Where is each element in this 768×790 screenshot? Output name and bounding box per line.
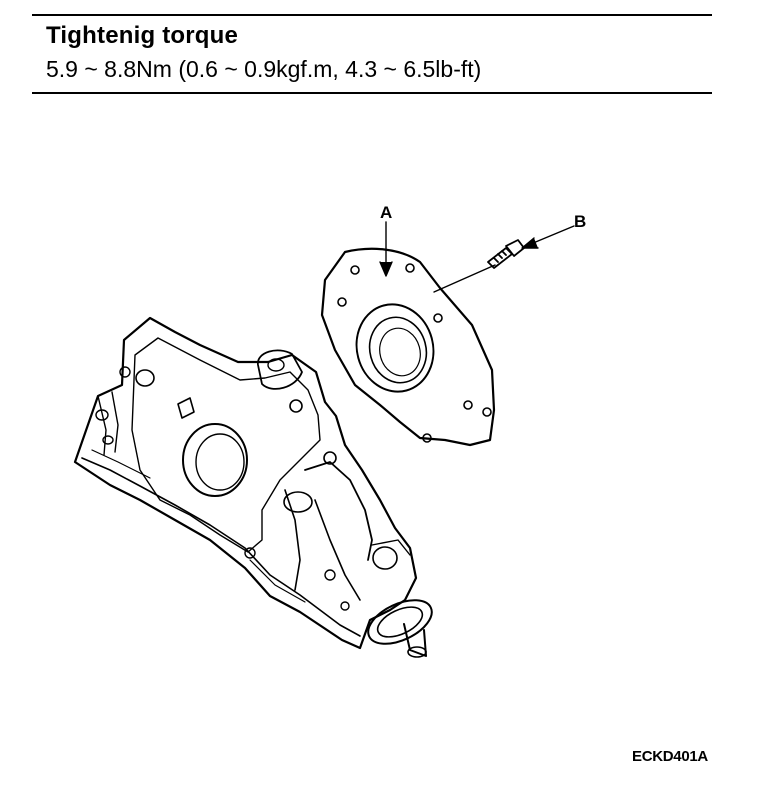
- seal-retainer-plate: [320, 247, 496, 447]
- figure-code: ECKD401A: [632, 748, 708, 765]
- front-case: [73, 316, 433, 658]
- bottom-rule: [32, 92, 712, 94]
- callout-label-b: B: [574, 212, 587, 231]
- callout-label-a: A: [380, 203, 393, 222]
- bolt: [487, 239, 525, 269]
- callout-leaders: [379, 221, 575, 293]
- top-rule: [32, 14, 712, 16]
- torque-spec-value: 5.9 ~ 8.8Nm (0.6 ~ 0.9kgf.m, 4.3 ~ 6.5lb…: [46, 56, 482, 82]
- spec-title: Tightenig torque: [46, 22, 239, 49]
